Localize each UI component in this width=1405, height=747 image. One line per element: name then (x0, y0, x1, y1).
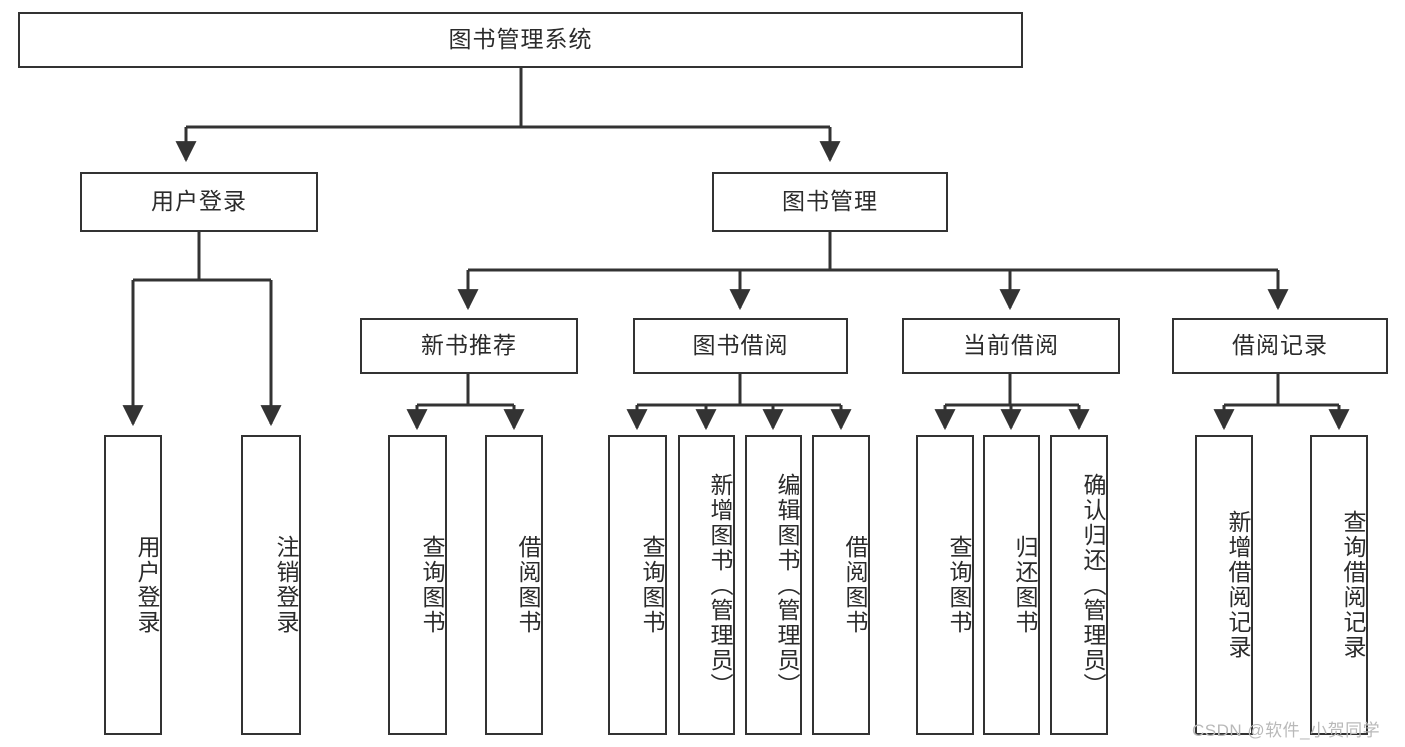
node-label: 图书管理系统 (448, 26, 593, 53)
node-label: 新书推荐 (421, 332, 517, 359)
node-label: 新增借阅记录 (1225, 510, 1251, 660)
node-current-borrow[interactable]: 当前借阅 (902, 318, 1120, 374)
node-label: 借阅图书 (515, 535, 541, 635)
leaf-current-borrow-confirm-return-admin[interactable]: 确认归还（管理员） (1050, 435, 1108, 735)
leaf-new-book-query-book[interactable]: 查询图书 (388, 435, 447, 735)
leaf-user-login-login[interactable]: 用户登录 (104, 435, 162, 735)
node-label: 借阅图书 (842, 535, 868, 635)
node-new-book-recommend[interactable]: 新书推荐 (360, 318, 578, 374)
leaf-borrow-record-query-record[interactable]: 查询借阅记录 (1310, 435, 1368, 735)
leaf-book-borrow-query-book[interactable]: 查询图书 (608, 435, 667, 735)
node-label: 新增图书（管理员） (707, 472, 733, 698)
leaf-new-book-borrow-book[interactable]: 借阅图书 (485, 435, 543, 735)
node-label: 查询借阅记录 (1340, 510, 1366, 660)
node-borrow-record[interactable]: 借阅记录 (1172, 318, 1388, 374)
csdn-watermark: CSDN @软件_小贺同学 (1192, 721, 1381, 740)
leaf-current-borrow-return-book[interactable]: 归还图书 (983, 435, 1040, 735)
node-label: 图书管理 (782, 188, 878, 215)
node-user-login[interactable]: 用户登录 (80, 172, 318, 232)
node-label: 确认归还（管理员） (1080, 472, 1106, 698)
leaf-current-borrow-query-book[interactable]: 查询图书 (916, 435, 974, 735)
leaf-borrow-record-add-record[interactable]: 新增借阅记录 (1195, 435, 1253, 735)
node-label: 用户登录 (134, 535, 160, 635)
node-label: 归还图书 (1012, 535, 1038, 635)
leaf-book-borrow-borrow-book[interactable]: 借阅图书 (812, 435, 870, 735)
leaf-book-borrow-add-book-admin[interactable]: 新增图书（管理员） (678, 435, 735, 735)
node-book-borrow[interactable]: 图书借阅 (633, 318, 848, 374)
leaf-user-login-logout[interactable]: 注销登录 (241, 435, 301, 735)
node-label: 当前借阅 (963, 332, 1059, 359)
node-root-book-management-system[interactable]: 图书管理系统 (18, 12, 1023, 68)
node-book-management[interactable]: 图书管理 (712, 172, 948, 232)
node-label: 查询图书 (639, 535, 665, 635)
node-label: 查询图书 (419, 535, 445, 635)
node-label: 图书借阅 (692, 332, 789, 359)
node-label: 借阅记录 (1232, 332, 1328, 359)
leaf-book-borrow-edit-book-admin[interactable]: 编辑图书（管理员） (745, 435, 802, 735)
node-label: 查询图书 (946, 535, 972, 635)
node-label: 用户登录 (151, 188, 247, 215)
node-label: 注销登录 (273, 535, 299, 635)
node-label: 编辑图书（管理员） (774, 472, 800, 698)
